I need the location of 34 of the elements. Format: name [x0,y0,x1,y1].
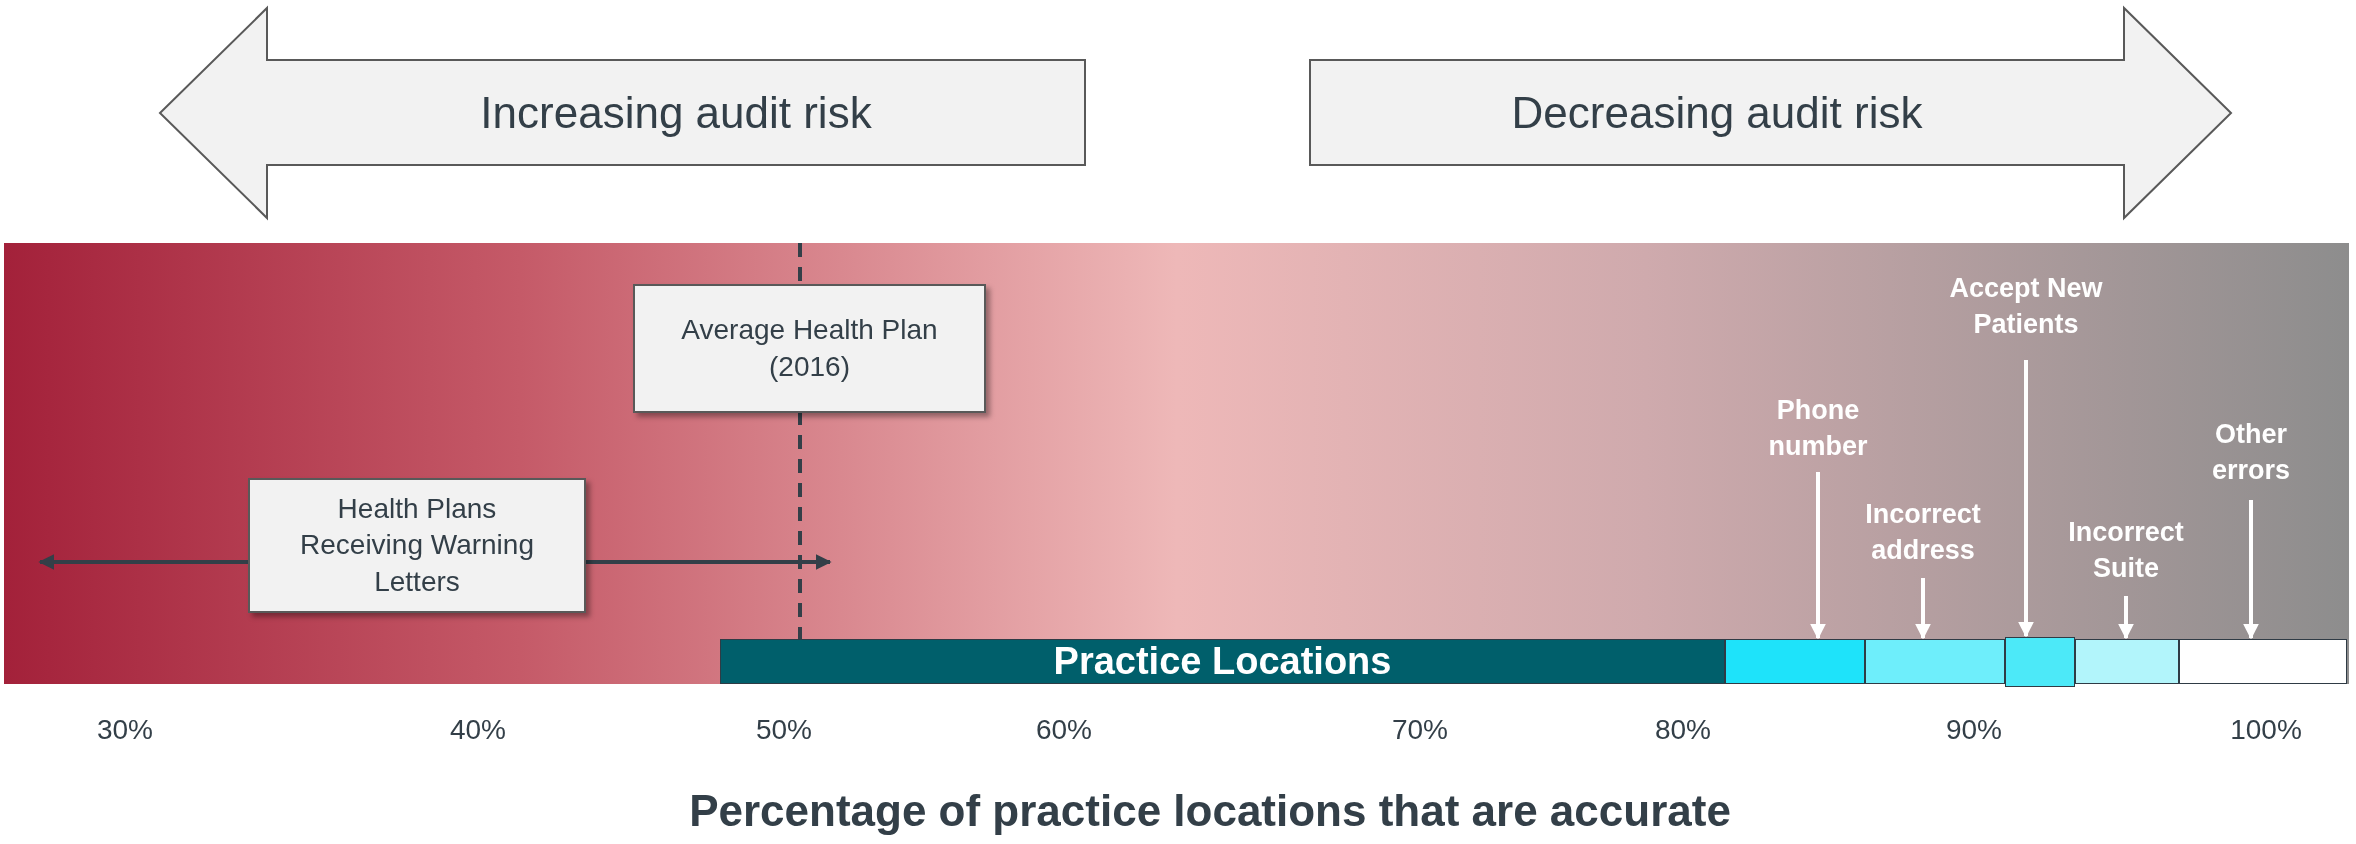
callout-box [248,478,586,613]
tick-label: 100% [2230,714,2302,746]
box-label: Average Health Plan (2016) [680,313,939,384]
annotation-label: Accept New Patients [1921,270,2131,350]
axis-title: Percentage of practice locations that are accurate [689,786,1731,836]
bar-segment [2075,639,2179,684]
pointer-arrow [1915,578,1931,640]
arrow-label: Increasing audit risk [479,87,873,139]
tick-label: 50% [756,714,812,746]
annotation-label: Incorrect address [1838,496,2008,568]
tick-label: 80% [1655,714,1711,746]
pointer-arrow [2018,360,2034,638]
bar-segment [1725,639,1865,684]
annotation-label: Other errors [2186,416,2316,490]
block-arrow [1310,8,2231,218]
callout-box [633,284,986,413]
annotation-label: Incorrect Suite [2046,514,2206,586]
tick-label: 30% [97,714,153,746]
block-arrow [160,8,1085,218]
bar-segment [2179,639,2347,684]
bar-segment [720,639,1725,684]
pointer-arrow [2243,500,2259,640]
bar-segment [2005,637,2075,687]
bar-label: Practice Locations [1053,640,1392,683]
annotation-label: Phone number [1748,392,1888,462]
tick-label: 90% [1946,714,2002,746]
bar-segment [1865,639,2005,684]
pointer-arrow [2118,596,2134,640]
arrow-label: Decreasing audit risk [1510,87,1924,139]
pointer-arrow [1810,472,1826,640]
tick-label: 60% [1036,714,1092,746]
tick-label: 40% [450,714,506,746]
tick-label: 70% [1392,714,1448,746]
box-label: Health Plans Receiving Warning Letters [299,491,535,599]
